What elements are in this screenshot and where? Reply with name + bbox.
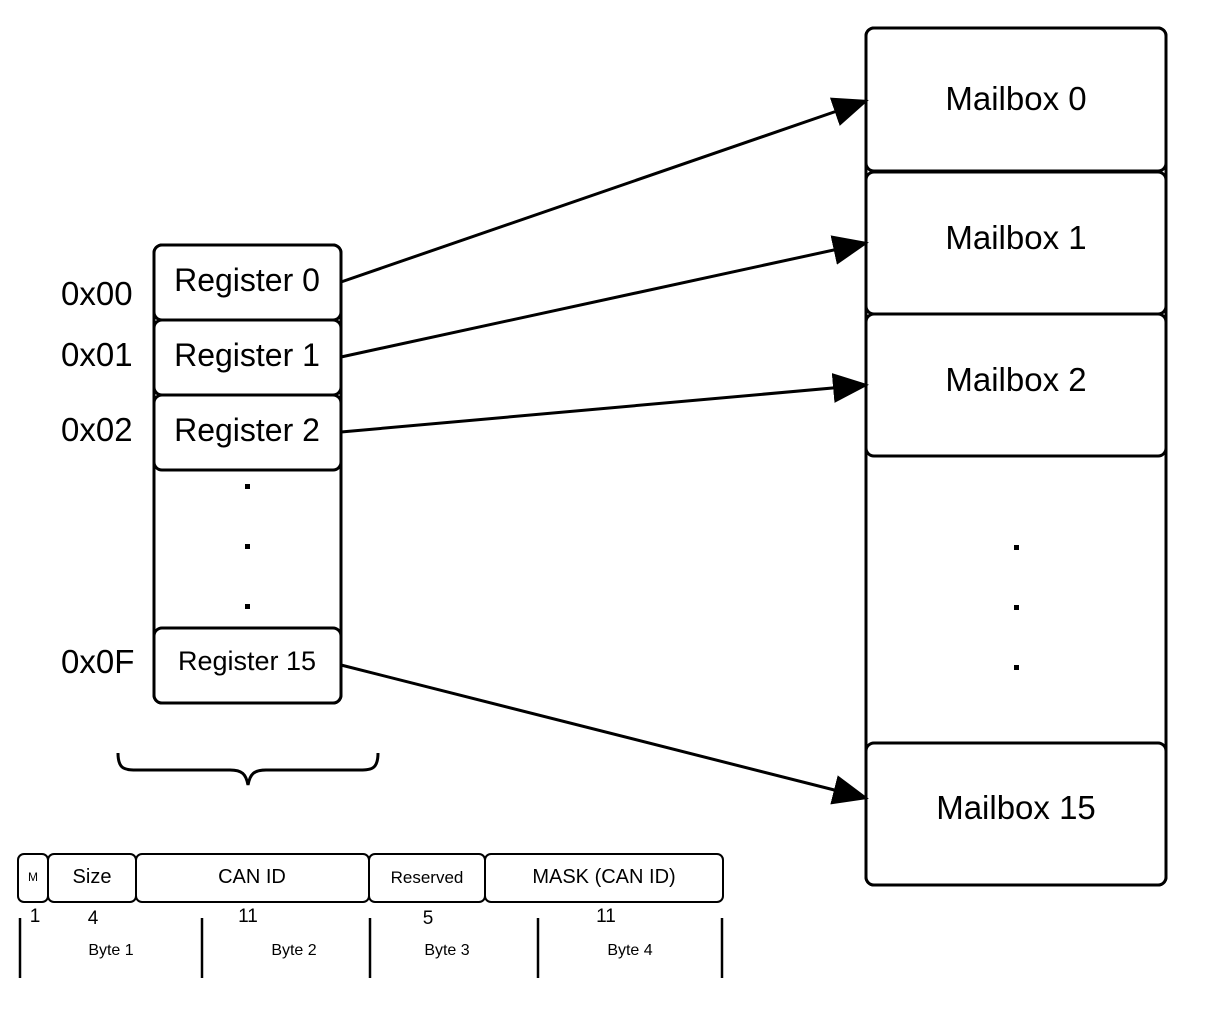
field-mask-label: MASK (CAN ID) (532, 866, 675, 888)
arrow-register-1-to-mailbox-1 (340, 235, 869, 359)
byte-4-label: Byte 4 (607, 942, 652, 959)
bit-width-mask: 11 (596, 906, 616, 927)
address-0x02: 0x02 (61, 411, 133, 448)
address-0x00: 0x00 (61, 275, 133, 312)
arrow-register-2-to-mailbox-2 (340, 373, 869, 434)
arrow-register-0-to-mailbox-0 (340, 97, 869, 284)
register-15-box: Register 15 (152, 626, 343, 705)
field-can-id-label: CAN ID (218, 866, 286, 888)
bit-width-reserved: 5 (423, 908, 434, 929)
register-ellipsis (245, 484, 250, 609)
register-1-label: Register 1 (174, 337, 320, 373)
mailbox-15-box: Mailbox 15 (864, 741, 1168, 887)
register-2-label: Register 2 (174, 412, 320, 448)
bit-width-can-id: 11 (238, 906, 258, 927)
mailbox-2-label: Mailbox 2 (945, 361, 1086, 398)
address-0x0F: 0x0F (61, 643, 134, 680)
field-mask-box (484, 853, 724, 903)
register-1-box: Register 1 (152, 318, 343, 397)
field-m-label: M (28, 870, 38, 884)
mailbox-0-label: Mailbox 0 (945, 80, 1086, 117)
byte-1-label: Byte 1 (88, 942, 133, 959)
register-brace (116, 752, 380, 786)
mailbox-15-label: Mailbox 15 (936, 789, 1096, 826)
register-field-layout: M Size CAN ID Reserved MASK (CAN ID) 1 4… (17, 853, 724, 978)
mailbox-ellipsis (1014, 545, 1019, 670)
byte-2-label: Byte 2 (271, 942, 316, 959)
mailbox-0-box: Mailbox 0 (864, 26, 1168, 173)
mailbox-2-box: Mailbox 2 (864, 312, 1168, 458)
arrow-register-15-to-mailbox-15 (340, 663, 869, 805)
bit-width-size: 4 (88, 908, 99, 929)
register-2-box: Register 2 (152, 393, 343, 472)
mailbox-1-label: Mailbox 1 (945, 219, 1086, 256)
field-size-label: Size (73, 866, 112, 888)
register-0-box: Register 0 (152, 243, 343, 322)
register-15-label: Register 15 (178, 646, 316, 676)
byte-3-label: Byte 3 (424, 942, 469, 959)
field-reserved-label: Reserved (391, 868, 464, 887)
bit-width-m: 1 (30, 906, 41, 927)
register-0-label: Register 0 (174, 262, 320, 298)
address-0x01: 0x01 (61, 336, 133, 373)
mailbox-1-box: Mailbox 1 (864, 170, 1168, 316)
